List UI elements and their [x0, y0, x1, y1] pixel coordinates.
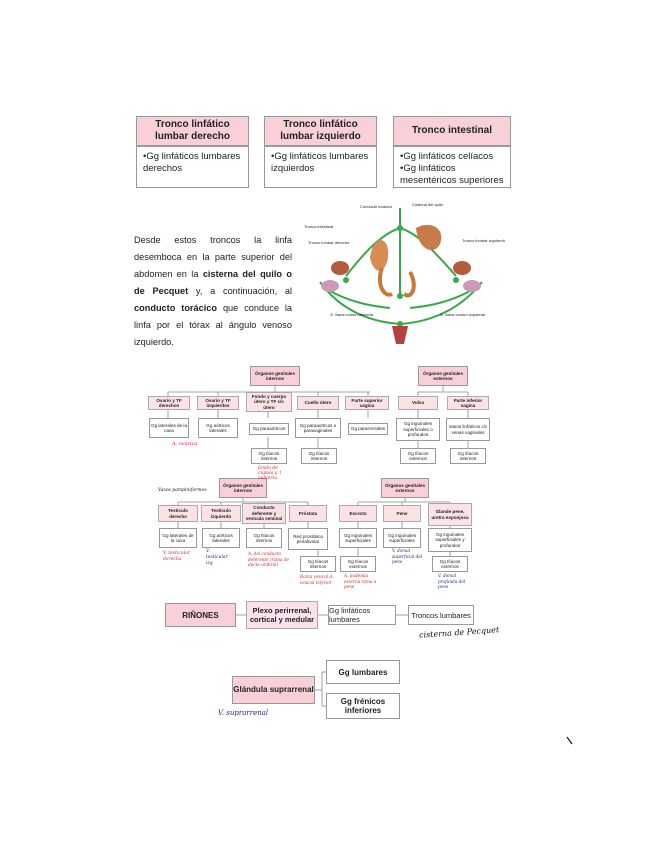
female-node-vagina-inf: Vasos linfáticos c/c venas vaginales	[446, 418, 490, 441]
box-body-lumbar-izquierdo: •Gg linfáticos lumbares izquierdos	[264, 146, 377, 188]
note-v-testicular-der: V. testicular derecha	[163, 551, 191, 562]
box-item: •Gg linfáticos lumbares derechos	[143, 151, 241, 174]
male-col-testiculo-izq: Testículo izquierdo	[201, 505, 241, 522]
note-male-left: Vasos pampiniformes	[158, 488, 207, 493]
male-node-testiculo-izq: Gg aórticos laterales	[202, 528, 240, 548]
fig-label-lumbar-der: Tronco lumbar derecho	[308, 240, 350, 245]
female-col-ovario-der: Ovario y TF derechos	[148, 396, 190, 410]
female-node-utero: Gg paraaórticos	[249, 423, 289, 435]
adrenal-node-lumbares: Gg lumbares	[326, 660, 400, 684]
paragraph-text: y, a continuación, al	[188, 286, 293, 296]
box-title-lumbar-derecho: Tronco linfático lumbar derecho	[136, 116, 249, 146]
box-item: •Gg linfáticos celíacos	[400, 151, 494, 162]
paragraph-bold: conducto torácico	[134, 303, 218, 313]
female-ext-sub-1: Gg Ilíacos externos	[400, 448, 436, 464]
male-col-conducto: Conducto deferente y vesícula seminal	[242, 503, 286, 524]
male-ext-sub-1: Gg Ilíacos externos	[340, 556, 376, 572]
box-title-lumbar-izquierdo: Tronco linfático lumbar izquierdo	[264, 116, 377, 146]
female-sub-iliacos-2: Gg Ilíacos internos	[301, 448, 337, 464]
note-escroto: A. pudenda externa rama a pene	[344, 573, 377, 589]
male-node-pene: Gg inguinales superficiales	[383, 528, 421, 548]
paragraph-text: que conduce la linfa por el tórax al áng…	[134, 303, 293, 347]
paragraph-cisterna: Desde estos troncos la linfa desemboca e…	[134, 232, 292, 351]
male-node-conducto: Gg Ilíacos internos	[246, 528, 282, 548]
fig-label-vena-izq: G. iliaca comun izquierda	[440, 312, 486, 317]
note-prostata: Rama vesical A. vesical inferior	[300, 574, 334, 585]
box-item: •Gg linfáticos lumbares izquierdos	[271, 151, 369, 174]
female-node-ovario-izq: Gg aórticos laterales	[198, 418, 238, 438]
male-col-prostata: Próstata	[289, 505, 327, 522]
fig-label-cisterna: Cisterna del quilo	[412, 202, 444, 207]
female-node-vulva: Gg inguinales superficiales o profundos	[396, 418, 440, 441]
female-sub-iliacos-1: Gg Ilíacos internos	[251, 448, 287, 464]
note-fondo: fondo de cúpula y ↑ cubierta	[258, 466, 283, 481]
adrenal-node-frenicos: Gg frénicos inferiores	[326, 693, 400, 719]
female-col-vagina-sup: Parte superior vagina	[345, 396, 389, 410]
male-node-testiculo-der: Gg laterales de la cava	[159, 528, 197, 548]
box-body-intestinal: •Gg linfáticos celíacos •Gg linfáticos m…	[393, 146, 511, 188]
male-col-escroto: Escroto	[339, 505, 377, 522]
kidney-organ: RIÑONES	[165, 603, 236, 627]
male-node-prostata: Red prostática periabvolar	[288, 528, 328, 550]
female-internal-title: Órganos genitales internos	[250, 366, 300, 386]
male-col-testiculo-der: Testículo derecho	[158, 505, 198, 522]
female-external-title: Órganos genitales externos	[418, 366, 468, 386]
adrenal-organ: Glándula suprarrenal	[232, 676, 315, 704]
fig-label-lumbar-izq: Tronco lumbar izquierdo	[462, 238, 506, 243]
female-col-vulva: Vulva	[398, 396, 438, 410]
kidney-nodes: Gg linfáticos lumbares	[328, 605, 396, 625]
paragraph-text: Desde estos troncos la linfa desemboca e…	[134, 235, 292, 279]
male-node-glande: Gg inguinales superficiales y profundos	[428, 528, 472, 552]
note-ovario: A. ovárica	[172, 441, 198, 447]
box-title-intestinal: Tronco intestinal	[393, 116, 511, 146]
female-node-vagina-sup: Gg pararrectales	[348, 423, 388, 435]
male-external-title: Órganos genitales externos	[381, 478, 429, 498]
box-body-lumbar-derecho: •Gg linfáticos lumbares derechos	[136, 146, 249, 188]
female-col-ovario-izq: Ovario y TF izquierdos	[197, 396, 239, 410]
female-node-ovario-der: Gg laterales de la cava	[149, 418, 189, 438]
female-col-vagina-inf: Parte inferior vagina	[447, 396, 489, 410]
male-node-escroto: Gg inguinales superficiales	[339, 528, 377, 548]
male-ext-sub-2: Gg Ilíacos externos	[432, 556, 468, 572]
male-col-glande: Glande pene, uretra esponjosa	[428, 503, 472, 526]
fig-label-conducto: Conducto torácico	[360, 204, 393, 209]
lymph-anatomy-figure: Conducto torácico Cisterna del quilo Tro…	[304, 202, 506, 344]
kidney-plexus: Plexo perirrenal, cortical y medular	[246, 601, 318, 629]
note-conducto: A. del conducto deferente (rama de ducto…	[248, 551, 289, 567]
male-internal-title: Órganos genitales internos	[219, 478, 267, 498]
male-col-pene: Pene	[383, 505, 421, 522]
female-col-cuello: Cuello útero	[297, 396, 339, 410]
kidney-trunk: Troncos lumbares	[408, 605, 474, 625]
female-ext-sub-2: Gg Ilíacos internos	[450, 448, 486, 464]
note-suprarrenal: V. suprarrenal	[218, 709, 269, 717]
note-glande: V. dorsal profunda del pene	[438, 573, 466, 589]
paragraph-bold: cisterna del quilo o de Pecquet	[134, 269, 292, 296]
fig-label-intestinal: Tronco intestinal	[304, 224, 333, 229]
pen-mark	[566, 736, 573, 745]
fig-label-vena-der: G. iliaca comun derecha	[330, 312, 374, 317]
note-v-testicular-izq: V. testicular izq	[206, 549, 228, 566]
female-col-utero: Fondo y cuerpo útero y TF c/c útero	[246, 392, 292, 412]
male-sub-iliacos: Gg Ilíacos internos	[300, 556, 336, 572]
female-node-cuello: Gg paraaorticos o paravaginales	[295, 418, 341, 438]
note-pene: V. dorsal superficial del pene	[392, 548, 423, 564]
box-item: •Gg linfáticos mesentéricos superiores	[400, 163, 504, 186]
